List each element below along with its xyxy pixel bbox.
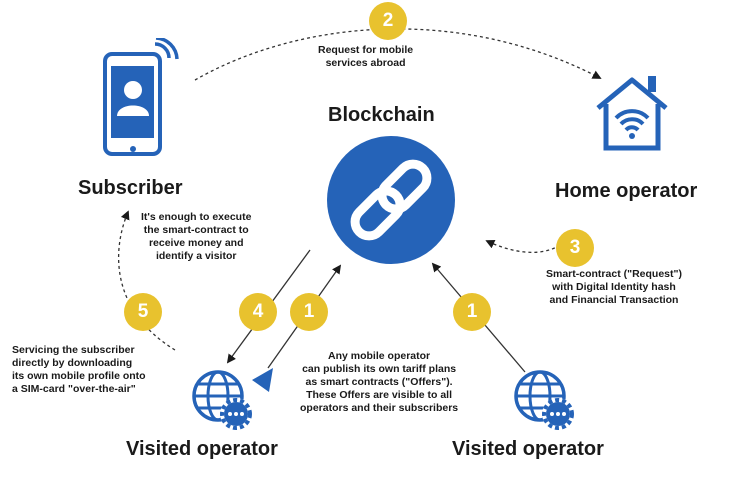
- step-1-text: Any mobile operator can publish its own …: [300, 350, 459, 414]
- arrow-home-to-blockchain: [485, 240, 561, 253]
- globe-gear-icon: [514, 370, 574, 430]
- step-badge-1-right: 1: [453, 293, 491, 331]
- step-3-text: Smart-contract ("Request") with Digital …: [546, 268, 682, 306]
- diagram-title: Blockchain: [328, 104, 435, 126]
- globe-gear-icon: [192, 370, 252, 430]
- step-2-text: Request for mobile services abroad: [318, 44, 414, 69]
- step-badge-4: 4: [239, 293, 277, 331]
- blockchain-link-icon: [327, 136, 455, 264]
- visited-operator-right-label: Visited operator: [452, 438, 604, 460]
- step-badge-2: 2: [369, 2, 407, 40]
- smartphone-icon: [103, 38, 179, 156]
- visited-operator-left-label: Visited operator: [126, 438, 278, 460]
- subscriber-label: Subscriber: [78, 177, 183, 199]
- step-4-text: It's enough to execute the smart-contrac…: [141, 211, 252, 262]
- step-badge-1-left: 1: [290, 293, 328, 331]
- step-badge-5: 5: [124, 293, 162, 331]
- pointer-triangle: [252, 368, 273, 392]
- home-operator-label: Home operator: [555, 180, 698, 202]
- home-wifi-icon: [596, 76, 668, 151]
- step-badge-3: 3: [556, 229, 594, 267]
- step-5-text: Servicing the subscriber directly by dow…: [12, 344, 146, 395]
- arrow-visited-to-subscriber: [117, 210, 176, 351]
